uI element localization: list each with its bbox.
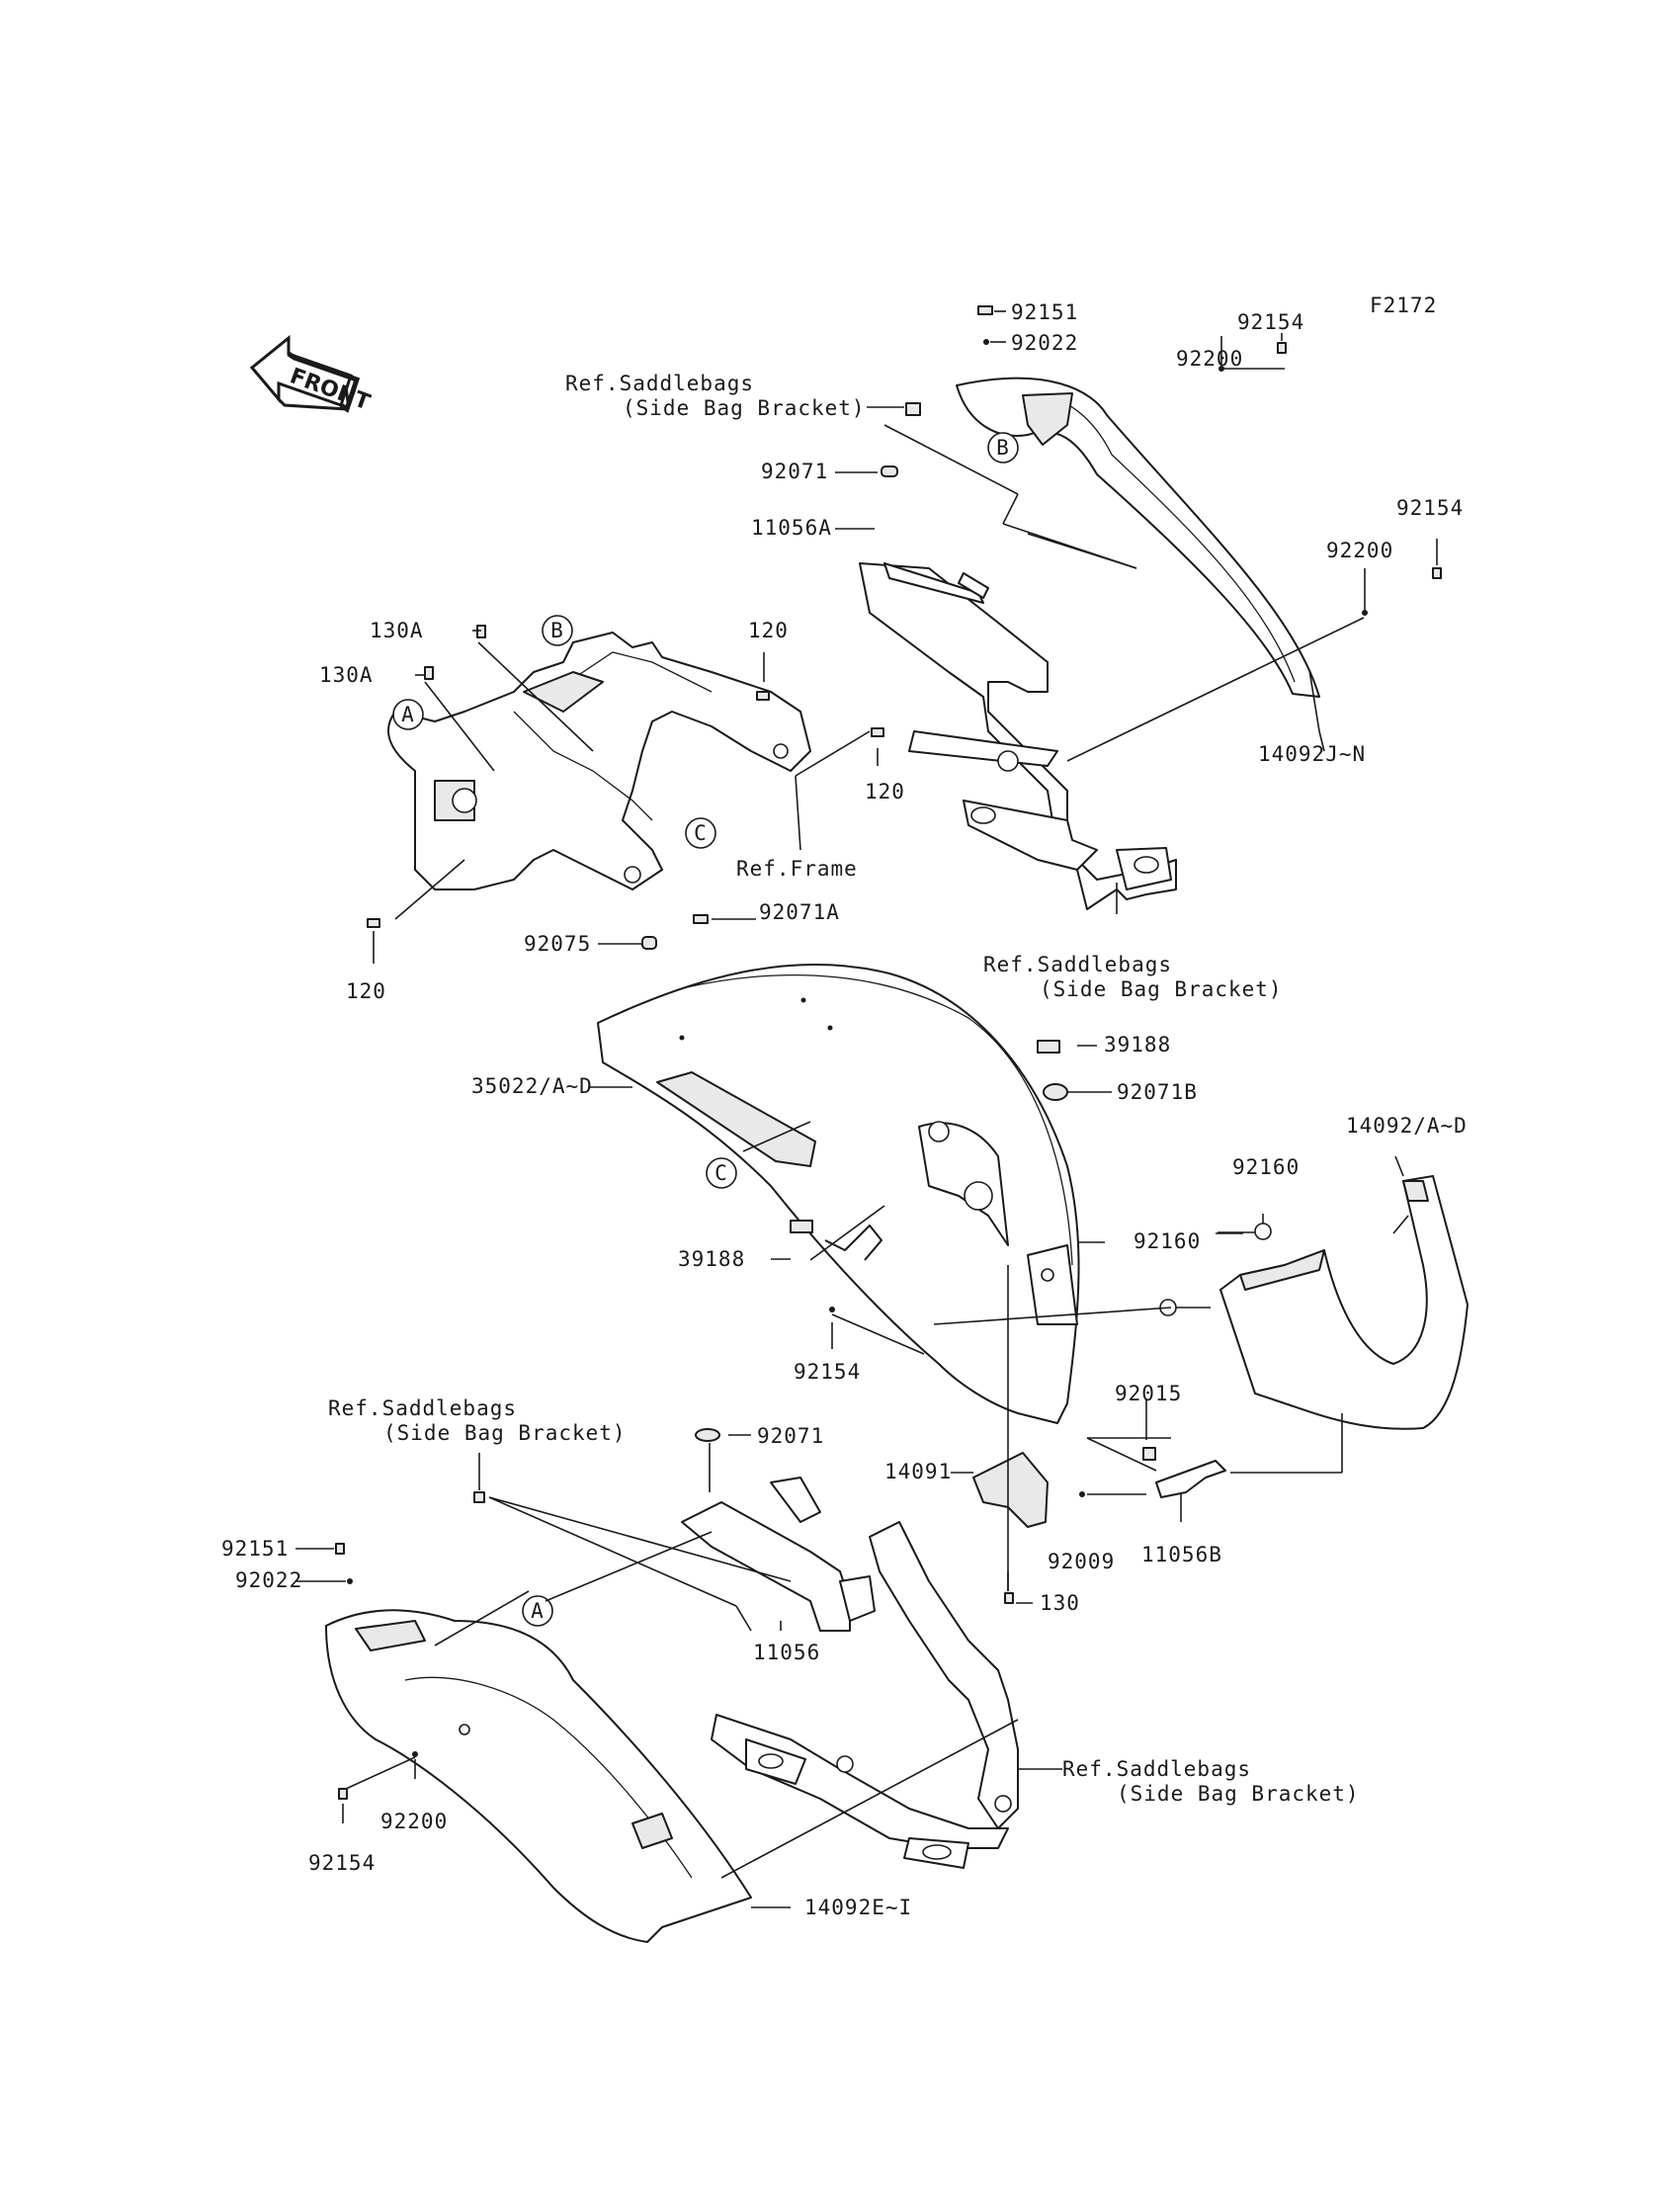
side-cover-left bbox=[325, 1609, 752, 1943]
label-120-top: 120 bbox=[748, 619, 789, 642]
ref-marker-b-frame: B bbox=[542, 615, 573, 646]
label-120-left: 120 bbox=[346, 979, 386, 1003]
label-ref-bracket-low-1: Ref.Saddlebags bbox=[328, 1396, 517, 1420]
label-ref-bracket-mid-2: (Side Bag Bracket) bbox=[1040, 977, 1283, 1001]
label-92154-top2: 92154 bbox=[1396, 496, 1464, 520]
label-92154-top1: 92154 bbox=[1237, 310, 1304, 334]
label-ref-bracket-top-2: (Side Bag Bracket) bbox=[623, 396, 866, 420]
label-14091: 14091 bbox=[884, 1460, 952, 1483]
label-35022: 35022/A~D bbox=[471, 1074, 593, 1098]
label-11056a: 11056A bbox=[751, 516, 832, 540]
label-92022-low: 92022 bbox=[235, 1568, 302, 1592]
ref-marker-c-frame: C bbox=[685, 817, 716, 849]
front-arrow-icon: FRONT bbox=[249, 334, 374, 415]
side-cover-right bbox=[956, 377, 1320, 698]
stay-11056b bbox=[1155, 1460, 1226, 1498]
svg-text:C: C bbox=[694, 821, 708, 845]
label-92154-low: 92154 bbox=[308, 1851, 376, 1875]
label-92200-top1: 92200 bbox=[1176, 347, 1243, 371]
label-ref-bracket-bot-2: (Side Bag Bracket) bbox=[1117, 1782, 1360, 1806]
fender-clip bbox=[824, 1225, 882, 1261]
label-92075: 92075 bbox=[524, 932, 591, 956]
label-92009: 92009 bbox=[1048, 1550, 1115, 1573]
label-92015: 92015 bbox=[1115, 1382, 1182, 1405]
label-92151-low: 92151 bbox=[221, 1537, 289, 1561]
label-ref-bracket-low-2: (Side Bag Bracket) bbox=[383, 1421, 627, 1445]
label-92071-low: 92071 bbox=[757, 1424, 824, 1448]
svg-text:A: A bbox=[401, 703, 415, 726]
label-ref-frame: Ref.Frame bbox=[736, 857, 858, 881]
label-92154-mid: 92154 bbox=[794, 1360, 861, 1384]
ref-marker-a-frame: A bbox=[392, 699, 424, 730]
label-130: 130 bbox=[1040, 1591, 1080, 1615]
label-ref-bracket-top-1: Ref.Saddlebags bbox=[565, 372, 754, 395]
svg-text:B: B bbox=[996, 436, 1010, 460]
saddlebag-bracket-upper bbox=[859, 562, 1177, 910]
small-cover-14091 bbox=[972, 1452, 1049, 1528]
label-92160-mid: 92160 bbox=[1134, 1229, 1201, 1253]
label-130a-2: 130A bbox=[319, 663, 374, 687]
rear-fender bbox=[597, 964, 1080, 1424]
part-labels: 92151 92022 92154 92200 Ref.Saddlebags (… bbox=[221, 300, 1468, 1919]
label-92071a: 92071A bbox=[759, 900, 840, 924]
svg-text:B: B bbox=[550, 619, 564, 642]
svg-text:C: C bbox=[714, 1161, 728, 1185]
label-14092ad: 14092/A~D bbox=[1346, 1114, 1468, 1138]
label-ref-bracket-bot-1: Ref.Saddlebags bbox=[1062, 1757, 1251, 1781]
label-11056: 11056 bbox=[753, 1641, 820, 1664]
label-92071b: 92071B bbox=[1117, 1080, 1198, 1104]
label-92200-low: 92200 bbox=[380, 1810, 448, 1833]
label-92151-top: 92151 bbox=[1011, 300, 1078, 324]
label-ref-bracket-mid-1: Ref.Saddlebags bbox=[983, 953, 1172, 976]
label-92022-top: 92022 bbox=[1011, 331, 1078, 355]
label-130a-1: 130A bbox=[370, 619, 424, 642]
label-39188-top: 39188 bbox=[1104, 1033, 1171, 1056]
label-120-mid: 120 bbox=[865, 780, 905, 803]
svg-text:A: A bbox=[531, 1599, 545, 1623]
label-14092ei: 14092E~I bbox=[804, 1896, 912, 1919]
label-92200-top2: 92200 bbox=[1326, 539, 1393, 562]
leader-lines bbox=[295, 310, 1438, 1908]
rear-cover bbox=[1219, 1175, 1469, 1430]
ref-marker-c-fender: C bbox=[706, 1157, 737, 1189]
label-39188-mid: 39188 bbox=[678, 1247, 745, 1271]
label-14092jn: 14092J~N bbox=[1258, 742, 1366, 766]
figure-code: F2172 bbox=[1370, 294, 1437, 317]
label-92160-top: 92160 bbox=[1232, 1155, 1300, 1179]
label-11056b: 11056B bbox=[1141, 1543, 1222, 1566]
fasteners bbox=[335, 305, 1442, 1800]
saddlebag-bracket-lower bbox=[681, 1477, 1019, 1869]
rear-frame bbox=[386, 632, 811, 890]
ref-marker-b-top: B bbox=[987, 432, 1019, 464]
ref-marker-a-low: A bbox=[522, 1595, 553, 1627]
label-92071-top: 92071 bbox=[761, 460, 828, 483]
